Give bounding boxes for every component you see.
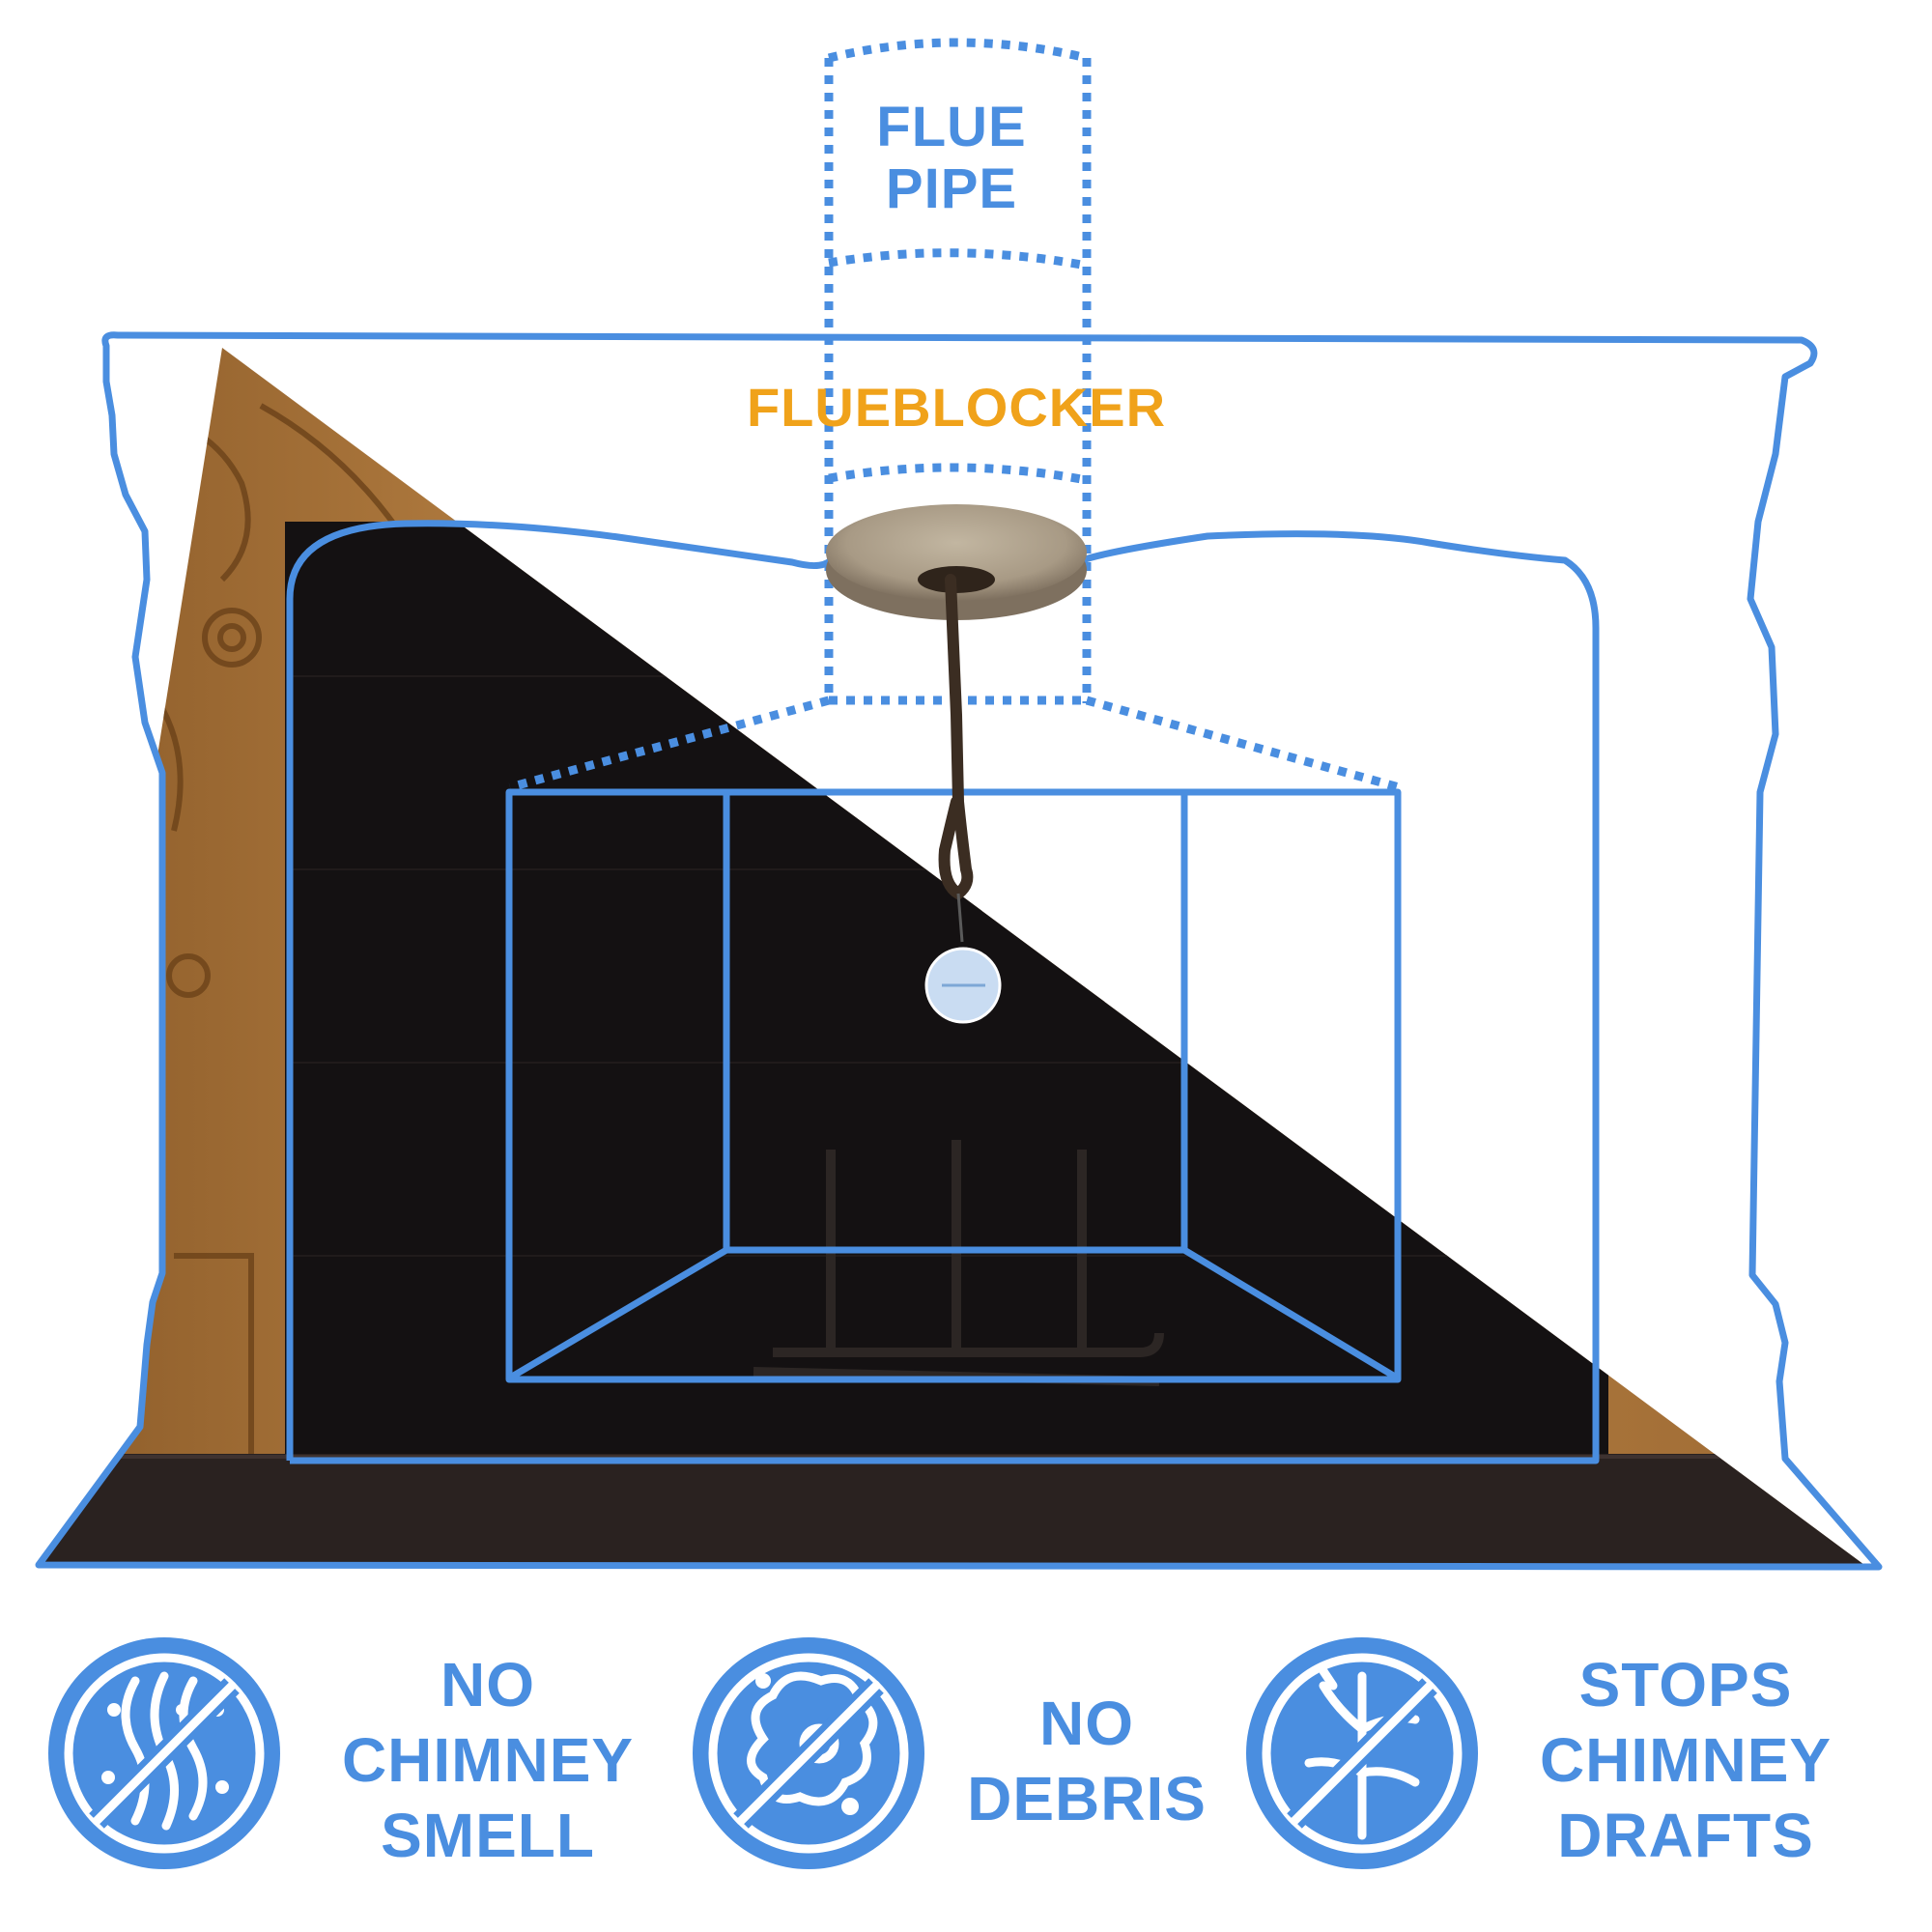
no-debris-icon (693, 1637, 924, 1869)
no-smell-icon (48, 1637, 280, 1869)
feature-text-line: NO (1039, 1689, 1134, 1758)
opening-outline (286, 520, 848, 1461)
feature-text-line: SMELL (381, 1801, 595, 1870)
feature-text-line: STOPS (1578, 1650, 1793, 1719)
hearth (39, 1454, 1864, 1565)
flue-pipe-label-line: FLUE (876, 96, 1027, 158)
flueblocker-product (826, 504, 1087, 1024)
wood-carvings (144, 403, 409, 1468)
flue-pipe-label-line: PIPE (885, 157, 1018, 220)
feature-stops-drafts-text: STOPS CHIMNEY DRAFTS (1507, 1647, 1864, 1873)
feature-text-line: CHIMNEY (341, 1725, 635, 1795)
mantel-outline (35, 331, 1883, 1571)
feature-no-smell-text: NO CHIMNEY SMELL (309, 1647, 667, 1873)
feature-text-line: CHIMNEY (1539, 1725, 1833, 1795)
no-draft-icon (1246, 1637, 1478, 1869)
flue-pipe-label: FLUE PIPE (802, 97, 1101, 220)
feature-text-line: DRAFTS (1557, 1801, 1814, 1870)
fireplace-outline (35, 331, 1883, 1571)
feature-text-line: NO (440, 1650, 535, 1719)
feature-no-debris-text: NO DEBRIS (952, 1686, 1222, 1836)
felt-disc (826, 504, 1087, 601)
flueblocker-label: FLUEBLOCKER (746, 377, 1167, 438)
pull-rod (938, 574, 974, 901)
feature-text-line: DEBRIS (967, 1764, 1207, 1833)
